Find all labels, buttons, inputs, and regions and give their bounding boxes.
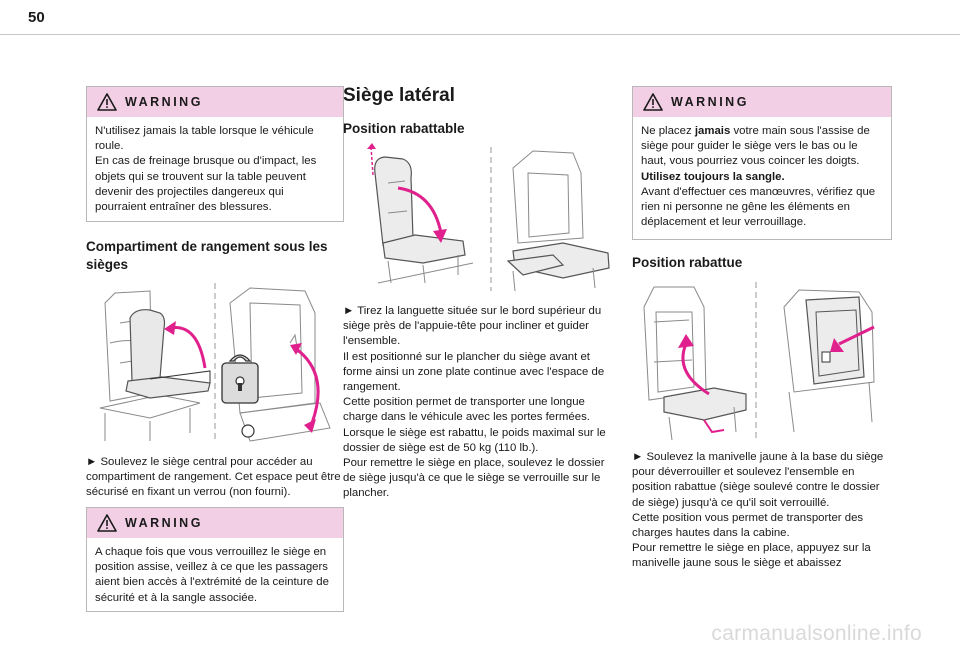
section-heading-storage: Compartiment de rangement sous les siège… bbox=[86, 239, 328, 272]
emphasis-strap: Utilisez toujours la sangle. bbox=[641, 170, 785, 183]
warning-title: WARNING bbox=[125, 516, 203, 530]
warning-header: WARNING bbox=[633, 87, 891, 117]
foldable-seat-illustration bbox=[367, 143, 610, 292]
subheading-foldable: Position rabattable bbox=[343, 121, 465, 136]
paragraph: Cette position vous permet de transporte… bbox=[632, 511, 864, 540]
warning-text: A chaque fois que vous verrouillez le si… bbox=[87, 538, 343, 612]
warning-text: N'utilisez jamais la table lorsque le vé… bbox=[87, 117, 343, 221]
storage-instruction: ► Soulevez le siège central pour accéder… bbox=[86, 455, 342, 501]
storage-seat-illustration bbox=[99, 283, 331, 443]
warning-text: Ne placez jamais votre main sous l'assis… bbox=[633, 117, 891, 236]
warning-line: N'utilisez jamais la table lorsque le vé… bbox=[95, 125, 314, 153]
warning-line: Avant d'effectuer ces manœuvres, vérifie… bbox=[641, 185, 876, 229]
warning-line: A chaque fois que vous verrouillez le si… bbox=[95, 546, 329, 604]
paragraph: ► Tirez la languette située sur le bord … bbox=[343, 305, 602, 348]
footer-watermark[interactable]: carmanualsonline.info bbox=[711, 622, 922, 645]
paragraph: Cette position permet de transporter une… bbox=[343, 396, 590, 424]
warning-box-hands: WARNING Ne placez jamais votre main sous… bbox=[632, 86, 892, 240]
paragraph: Pour remettre le siège en place, appuyez… bbox=[632, 542, 871, 570]
warning-header: WARNING bbox=[87, 87, 343, 117]
subheading-folded: Position rabattue bbox=[632, 255, 743, 270]
paragraph: Pour remettre le siège en place, souleve… bbox=[343, 457, 605, 500]
warning-triangle-icon bbox=[97, 93, 117, 111]
page-number: 50 bbox=[28, 9, 45, 26]
warning-line: Utilisez toujours la sangle. bbox=[641, 170, 883, 185]
text-run: votre main sous l'assise de siège pour g… bbox=[641, 125, 870, 168]
side-seat-title: Siège latéral bbox=[343, 85, 455, 106]
emphasis-never: jamais bbox=[694, 125, 731, 137]
folded-seat-illustration bbox=[643, 282, 875, 442]
warning-box-belt: WARNING A chaque fois que vous verrouill… bbox=[86, 507, 344, 612]
warning-title: WARNING bbox=[125, 95, 203, 109]
paragraph: Il est positionné sur le plancher du siè… bbox=[343, 350, 605, 394]
warning-line: En cas de freinage brusque ou d'impact, … bbox=[95, 155, 317, 214]
warning-line: Ne placez jamais votre main sous l'assis… bbox=[641, 124, 883, 170]
warning-box-table: WARNING N'utilisez jamais la table lorsq… bbox=[86, 86, 344, 222]
paragraph: ► Soulevez la manivelle jaune à la base … bbox=[632, 451, 884, 509]
folded-instructions: ► Soulevez la manivelle jaune à la base … bbox=[632, 450, 890, 572]
warning-header: WARNING bbox=[87, 508, 343, 538]
instruction-text: ► Soulevez le siège central pour accéder… bbox=[86, 456, 341, 499]
warning-triangle-icon bbox=[97, 514, 117, 532]
foldable-instructions: ► Tirez la languette située sur le bord … bbox=[343, 304, 619, 502]
warning-triangle-icon bbox=[643, 93, 663, 111]
header-rule bbox=[0, 34, 960, 35]
paragraph: Lorsque le siège est rabattu, le poids m… bbox=[343, 426, 606, 454]
text-run: Ne placez bbox=[641, 125, 695, 137]
warning-title: WARNING bbox=[671, 95, 749, 109]
